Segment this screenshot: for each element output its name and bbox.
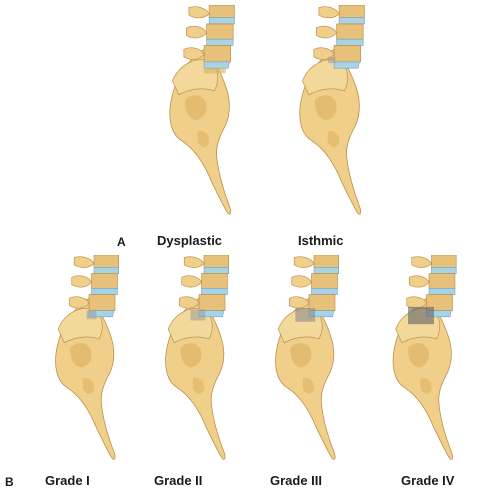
panel-a-letter: A — [117, 235, 126, 249]
grade-iii-spine-illustration — [275, 255, 340, 460]
isthmic-spine-illustration — [299, 5, 365, 215]
caption-isthmic: Isthmic — [298, 233, 344, 248]
grade-iv-spine-illustration — [392, 255, 457, 460]
caption-grade-i: Grade I — [45, 473, 90, 488]
dysplastic-spine-illustration — [169, 5, 235, 215]
caption-grade-iv: Grade IV — [401, 473, 455, 488]
caption-grade-ii: Grade II — [154, 473, 203, 488]
grade-ii-spine-illustration — [165, 255, 230, 460]
caption-dysplastic: Dysplastic — [157, 233, 223, 248]
caption-grade-iii: Grade III — [270, 473, 323, 488]
panel-b-letter: B — [5, 475, 14, 489]
grade-i-spine-illustration — [55, 255, 120, 460]
